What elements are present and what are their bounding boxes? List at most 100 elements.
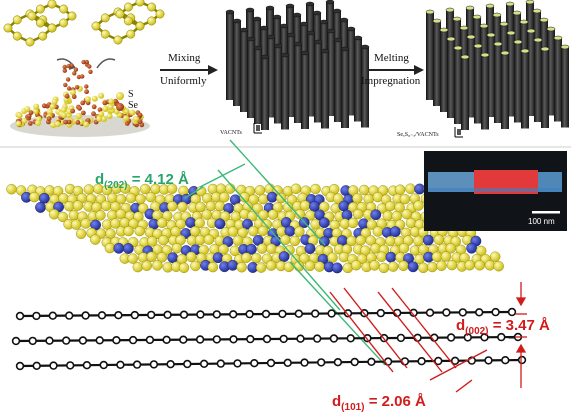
- carbon-atom: [48, 311, 57, 320]
- nanotube: [247, 39, 255, 118]
- selenium-atom: [38, 192, 50, 204]
- nanotube-cap: [305, 1, 315, 7]
- nanotube: [307, 33, 315, 117]
- selenium-particle: [84, 84, 89, 89]
- nanotube: [301, 53, 309, 129]
- carbon-atom: [317, 358, 326, 367]
- carbon-atom: [99, 360, 108, 370]
- selenium-particle: [65, 77, 71, 82]
- selenium-particle: [84, 59, 90, 65]
- nanotube-cap: [260, 54, 270, 60]
- selenium-particle: [62, 64, 67, 70]
- step1-label: Mixing: [168, 52, 201, 64]
- selenium-atom: [245, 243, 257, 255]
- sulfur-atom: [166, 183, 178, 194]
- carbon-atom: [246, 334, 255, 344]
- nanotube-cap: [486, 32, 496, 38]
- sulfur-atom: [327, 252, 338, 263]
- carbon-atom: [434, 356, 443, 366]
- carbon-atom: [61, 336, 71, 345]
- nanotube-cap: [499, 21, 509, 27]
- carbon-atom: [166, 360, 175, 369]
- nanotube: [321, 51, 329, 129]
- selenium-particle: [63, 119, 68, 125]
- carbon-atom: [245, 309, 254, 319]
- sulfur-atom: [332, 193, 344, 204]
- sulfur-atom: [258, 193, 269, 205]
- nanotube-cap: [320, 48, 330, 54]
- nanotube: [226, 12, 234, 100]
- nanotube: [454, 48, 462, 124]
- nanotube-cap: [292, 12, 302, 18]
- carbon-atom: [279, 334, 288, 344]
- carbon-atom: [183, 359, 192, 369]
- nanotube: [447, 39, 455, 118]
- carbon-atom: [15, 361, 25, 371]
- carbon-atom: [446, 333, 456, 342]
- selenium-particle: [28, 110, 34, 116]
- carbon-atom: [497, 332, 506, 342]
- nanotube-cap: [353, 35, 363, 41]
- nanotube: [481, 55, 489, 130]
- selenium-atom: [227, 259, 239, 271]
- sulfur-atom: [80, 218, 91, 229]
- sulfur-particle: [133, 116, 140, 123]
- nanotube: [494, 44, 502, 123]
- nanotube-cap: [525, 0, 535, 5]
- sulfur-atom: [177, 201, 188, 213]
- arrow-icon: [96, 58, 116, 69]
- carbon-atom: [517, 355, 527, 365]
- nanotube-cap: [285, 3, 295, 9]
- nanotube: [327, 31, 335, 116]
- carbon-atom: [163, 310, 172, 319]
- selenium-particle: [72, 71, 77, 76]
- sulfur-atom: [70, 219, 82, 230]
- sulfur-atom: [123, 225, 134, 237]
- selenium-particle: [46, 116, 52, 122]
- nanotube-cap: [279, 23, 289, 29]
- carbon-atom: [409, 308, 418, 317]
- sulfur-atom: [370, 243, 381, 254]
- selenium-particle: [66, 119, 72, 125]
- nanotube-cap: [465, 5, 475, 11]
- nanotube-cap: [280, 52, 290, 58]
- sulfur-particle: [51, 98, 58, 105]
- selenium-particle: [81, 110, 86, 116]
- sulfur-atom: [360, 227, 371, 239]
- sulfur-atom: [310, 183, 321, 195]
- sulfur-atom: [252, 203, 263, 214]
- sulfur-atom: [405, 183, 416, 194]
- d202-prefix: d: [95, 171, 105, 188]
- nanotube: [440, 30, 448, 112]
- sulfur-atom: [355, 235, 366, 246]
- sulfur-atom: [283, 261, 295, 272]
- nanotube: [501, 53, 509, 129]
- selenium-atom: [466, 242, 477, 254]
- sulfur-atom: [413, 200, 424, 211]
- nanotube-cap: [312, 10, 322, 16]
- sulfur-atom: [83, 184, 95, 195]
- nanotube-cap: [286, 32, 296, 38]
- nanotube-cap: [340, 46, 350, 52]
- nanotube: [487, 35, 495, 117]
- sulfur-ring-left: [3, 0, 77, 47]
- sulfur-particle: [83, 121, 90, 128]
- sulfur-particle: [35, 120, 41, 126]
- sulfur-atom: [185, 251, 197, 262]
- selenium-atom: [242, 218, 253, 230]
- carbon-atom: [78, 336, 88, 345]
- d101-lines: [329, 287, 488, 393]
- sulfur-atom: [156, 252, 168, 263]
- carbon-atom: [49, 361, 58, 370]
- sulfur-atom: [158, 234, 169, 246]
- sulfur-atom: [146, 236, 158, 247]
- sulfur-particle: [96, 115, 103, 122]
- sulfur-atom: [266, 243, 277, 254]
- nanotube-cap: [432, 18, 442, 24]
- selenium-particle: [97, 107, 103, 113]
- selenium-particle: [91, 111, 96, 117]
- carbon-atom: [458, 308, 467, 317]
- sulfur-atom: [490, 251, 501, 262]
- nanotube-cap: [425, 9, 435, 15]
- selenium-atom: [331, 262, 343, 274]
